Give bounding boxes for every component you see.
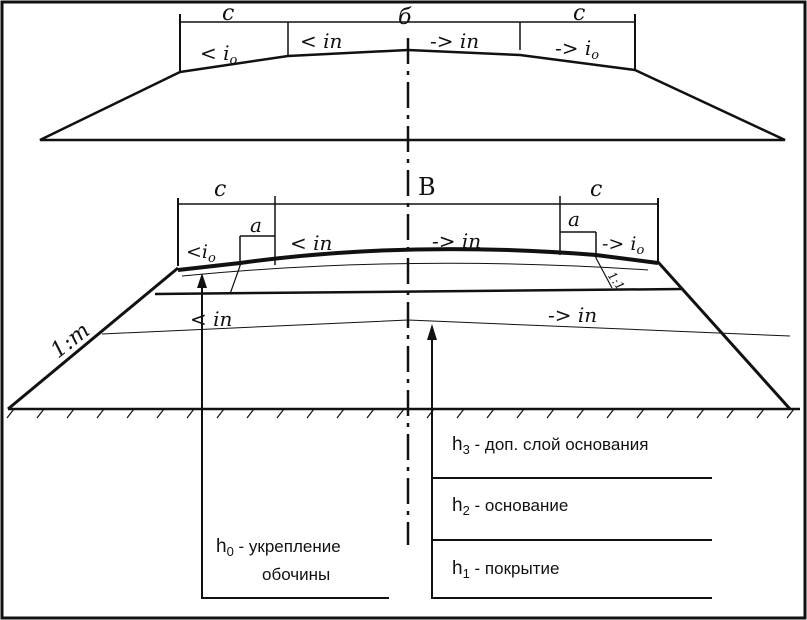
h0-leader [201,283,389,599]
bottom-dim-a-left: a [250,213,262,237]
legend-h0-line1: h0 - укрепление [216,536,341,559]
ground-hatch [516,408,525,419]
ground-hatch [546,408,555,419]
legend-h1: h1 - покрытие [452,558,559,581]
pavement-surface [177,247,659,272]
leaders [197,273,712,599]
layers-leader [431,332,712,599]
top-embankment [39,68,786,142]
legend-h3: h3 - доп. слой основания [452,434,648,457]
bottom-profile [7,196,800,411]
ground-hatch [606,408,615,419]
h0-arrowhead [197,273,207,288]
base-layer-line [154,287,683,296]
ground-hatch [156,408,165,419]
ground-hatch [666,408,675,419]
bottom-slope-io-right: -> io [602,233,644,258]
ground-hatch [306,408,315,419]
additional-base-line [101,319,791,337]
ground-hatch [126,408,135,419]
ground-hatch [486,408,495,419]
top-slope-io-right: -> io [555,36,599,63]
ground-hatch [186,408,195,419]
bottom-dim-b: B [418,173,436,201]
embankment-slope-right [656,260,792,411]
legend-h2: h2 - основание [452,495,568,518]
ground-hatch [36,408,45,419]
ground-hatch [6,408,15,419]
ground-hatch [336,408,345,419]
bottom-slope-in-right: -> in [432,229,481,253]
ground-hatch [66,408,75,419]
legend-h0-line2: обочины [262,565,330,584]
ground-hatch [726,408,735,419]
bottom-slope-in-left: < in [290,231,332,255]
ground-hatch [696,408,705,419]
layers-arrowhead [427,324,437,340]
top-slope-io-left: < io [200,41,238,68]
ground-hatch [786,408,795,419]
bottom-dim-c-right: c [590,177,602,202]
top-dim-c-left: c [222,1,234,26]
ground-hatch [456,408,465,419]
ground-hatch [216,408,225,419]
ground-hatch [246,408,255,419]
ground-hatching [6,408,795,419]
bottom-slope-io-left: <io [186,241,216,266]
ground-hatch [396,408,405,419]
layer-slope-left: < in [190,307,232,331]
pavement-sublayer [181,262,649,277]
ground-hatch [636,408,645,419]
top-dim-b: б [398,5,412,30]
top-slope-in-left: < in [300,29,342,53]
bottom-dim-a-right: a [568,207,580,231]
shoulder-edge-right [595,257,613,289]
embankment-slope-left [7,266,179,411]
layer-slope-right: -> in [548,303,597,327]
top-dim-c-right: c [573,1,585,26]
ground-hatch [366,408,375,419]
ground-hatch [756,408,765,419]
top-slope-in-right: -> in [430,29,479,53]
ground-hatch [276,408,285,419]
top-profile [39,14,786,142]
ground-hatch [576,408,585,419]
ground-hatch [96,408,105,419]
shoulder-edge-left [229,265,241,295]
bottom-dim-c-left: c [214,177,226,202]
